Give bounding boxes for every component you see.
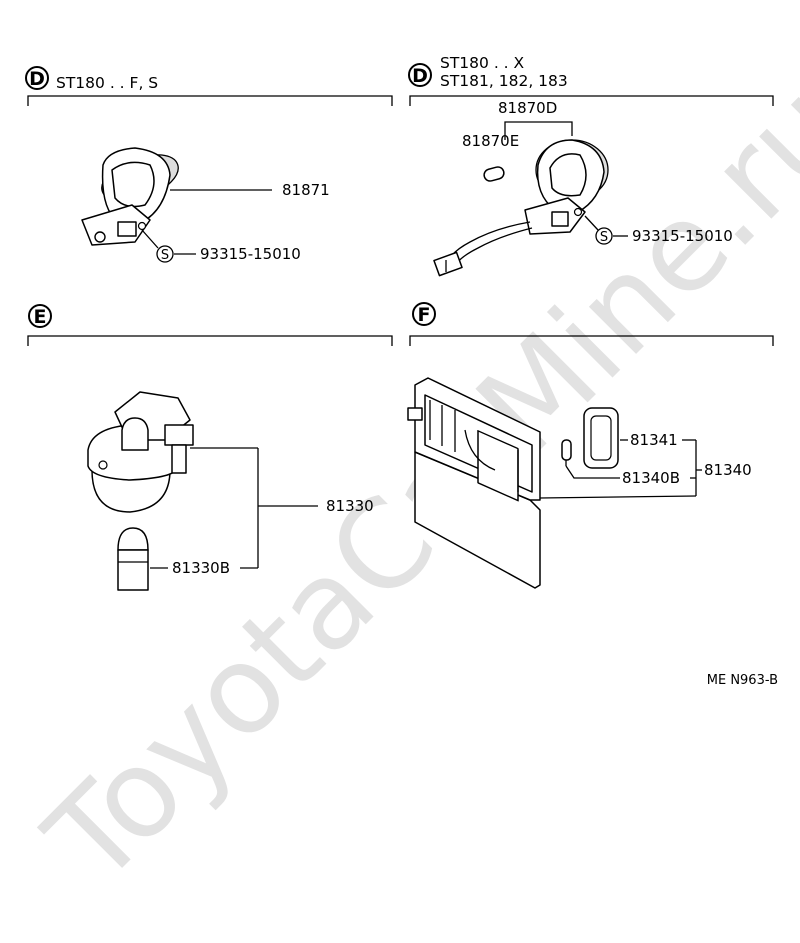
part-number-93315-15010-right: 93315-15010 (632, 227, 733, 245)
section-e: E 81330 81330B (27, 304, 393, 591)
bulb-81870e-drawing (483, 166, 505, 182)
screw-symbol-right: S (600, 230, 608, 245)
section-badge-f: F (418, 304, 431, 326)
section-d-left-models: ST180 . . F, S (56, 74, 158, 92)
section-d-right-models-line1: ST180 . . X (440, 54, 525, 72)
bulb-81330b-drawing (117, 527, 149, 591)
section-f: F 81341 81340B (407, 302, 774, 589)
part-number-81870e: 81870E (462, 132, 519, 150)
lens-81341-drawing (583, 407, 619, 469)
lamp-81330-drawing (87, 391, 194, 513)
part-number-81870d: 81870D (498, 99, 557, 117)
section-d-right-bracket (409, 95, 774, 106)
part-number-81341: 81341 (630, 431, 678, 449)
section-e-bracket (27, 335, 393, 346)
part-number-93315-15010-left: 93315-15010 (200, 245, 301, 263)
part-number-81330b: 81330B (172, 559, 230, 577)
section-d-left: D ST180 . . F, S 81871 S 93315-15010 (25, 66, 393, 263)
section-badge-d-right: D (412, 65, 428, 87)
lamp-81870d-drawing (524, 139, 609, 235)
part-number-81340: 81340 (704, 461, 752, 479)
section-d-right: D ST180 . . X ST181, 182, 183 81870D 818… (408, 54, 774, 277)
lamp-81871-drawing (81, 147, 179, 246)
diagram-code: ME N963-B (707, 673, 778, 688)
section-d-right-models-line2: ST181, 182, 183 (440, 72, 568, 90)
bulb-81340b-drawing (561, 439, 572, 466)
screw-symbol-left: S (161, 248, 169, 263)
section-d-left-bracket (27, 95, 393, 106)
part-number-81330: 81330 (326, 497, 374, 515)
section-f-bracket (409, 335, 774, 346)
section-badge-e: E (34, 306, 47, 328)
section-badge-d-left: D (29, 68, 45, 90)
part-number-81871: 81871 (282, 181, 330, 199)
lamp-81340-drawing (407, 377, 541, 589)
part-number-81340b: 81340B (622, 469, 680, 487)
